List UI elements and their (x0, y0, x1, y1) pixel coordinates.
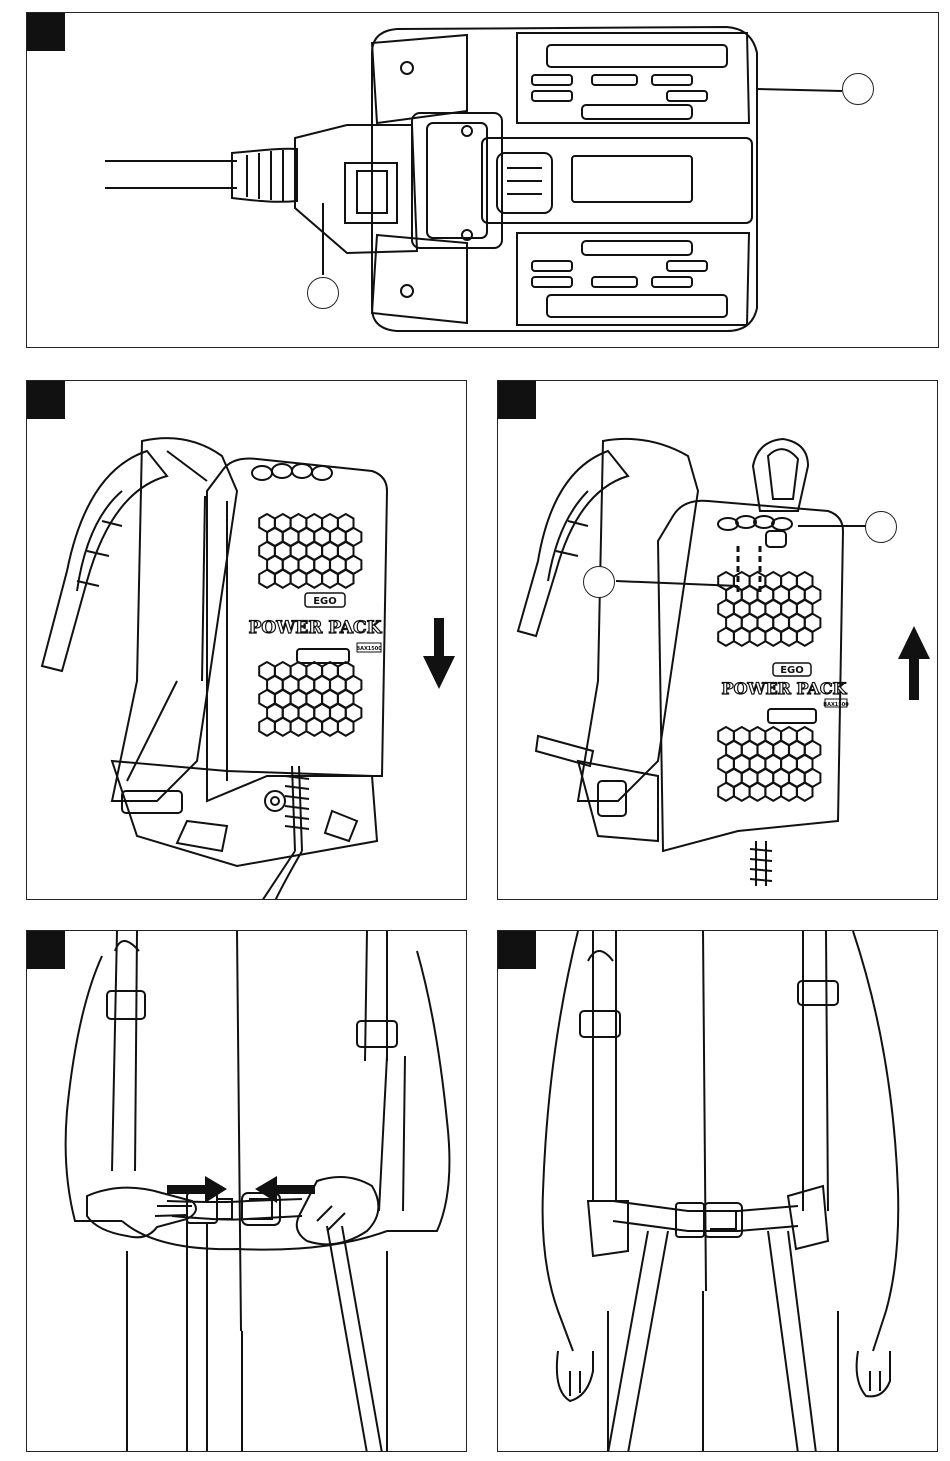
arrow-down-icon (423, 618, 455, 689)
hex-vent-cell (781, 628, 797, 646)
panel-buckle-fastened (497, 930, 938, 1452)
callout-plug (307, 277, 339, 309)
hex-vent-cell (291, 718, 307, 736)
hex-vent-cell (797, 628, 813, 646)
label-window (572, 156, 692, 202)
hex-vent-cell (322, 570, 338, 588)
backpack-illustration: EGO POWER PACK BAX1500 (498, 381, 938, 900)
hex-vent-lower (259, 662, 361, 736)
harness-frame (578, 439, 698, 801)
hex-vent-cell (766, 783, 782, 801)
panel-battery-cable (26, 12, 939, 348)
hex-vent-cell (338, 718, 354, 736)
release-latch (497, 153, 552, 213)
hex-vent-cell (338, 570, 354, 588)
shoulder-strap (112, 931, 137, 1171)
person-buckle-illustration (27, 931, 467, 1452)
hex-vent-lower (718, 727, 820, 801)
power-pack-label: POWER PACK (722, 679, 848, 698)
shoulder-strap (518, 451, 628, 636)
torso-outline (543, 931, 578, 1351)
leader-line (757, 89, 842, 91)
hex-vent-cell (797, 783, 813, 801)
hex-vent-cell (307, 570, 323, 588)
hex-vent-cell (750, 628, 766, 646)
battery-holder (658, 501, 843, 851)
cable (105, 161, 237, 188)
battery-body (372, 27, 757, 331)
vent-top (517, 33, 749, 123)
hex-vent-upper (259, 514, 361, 588)
corner-cap (372, 35, 467, 123)
hex-vent-cell (322, 718, 338, 736)
harness-frame (112, 438, 237, 801)
callout-battery (842, 73, 874, 105)
hex-vent-cell (259, 570, 275, 588)
shoulder-strap (365, 931, 387, 1061)
callout-handle (865, 511, 897, 543)
panel-fasten-buckle (26, 930, 467, 1452)
shoulder-strap (42, 451, 167, 671)
person-fastened-illustration (498, 931, 938, 1452)
hex-vent-cell (766, 628, 782, 646)
hex-vent-upper (718, 572, 820, 646)
right-hand (857, 1351, 890, 1396)
left-hand (557, 1351, 593, 1401)
backpack-illustration: EGO POWER PACK BAX1500 (27, 381, 467, 900)
hex-vent-cell (734, 783, 750, 801)
shoulder-strap (803, 931, 828, 1211)
label-window (297, 649, 349, 663)
power-pack-label: POWER PACK (249, 618, 383, 638)
left-hand (87, 1188, 196, 1238)
hex-vent-cell (750, 783, 766, 801)
hex-vent-cell (307, 718, 323, 736)
cable-strain-relief (232, 149, 297, 202)
callout-release-lever (583, 566, 615, 598)
panel-insert-battery: EGO POWER PACK BAX1500 (26, 380, 467, 900)
shoulder-strap (593, 931, 616, 1201)
hex-vent-cell (734, 628, 750, 646)
hex-vent-cell (275, 718, 291, 736)
panel-remove-battery: EGO POWER PACK BAX1500 (497, 380, 938, 900)
hex-vent-cell (718, 783, 734, 801)
connector-housing (412, 113, 502, 248)
hex-vent-cell (259, 718, 275, 736)
ego-logo: EGO (313, 596, 337, 607)
model-badge: BAX1500 (823, 702, 849, 708)
arrow-up-icon (898, 626, 930, 700)
hex-vent-cell (718, 628, 734, 646)
ego-logo: EGO (780, 665, 804, 676)
vent-bottom (517, 233, 749, 325)
model-badge: BAX1500 (356, 646, 382, 652)
label-window (768, 709, 816, 723)
hex-vent-cell (781, 783, 797, 801)
hex-vent-cell (291, 570, 307, 588)
hex-vent-cell (275, 570, 291, 588)
battery-illustration (27, 13, 939, 348)
leader-line (616, 581, 738, 586)
